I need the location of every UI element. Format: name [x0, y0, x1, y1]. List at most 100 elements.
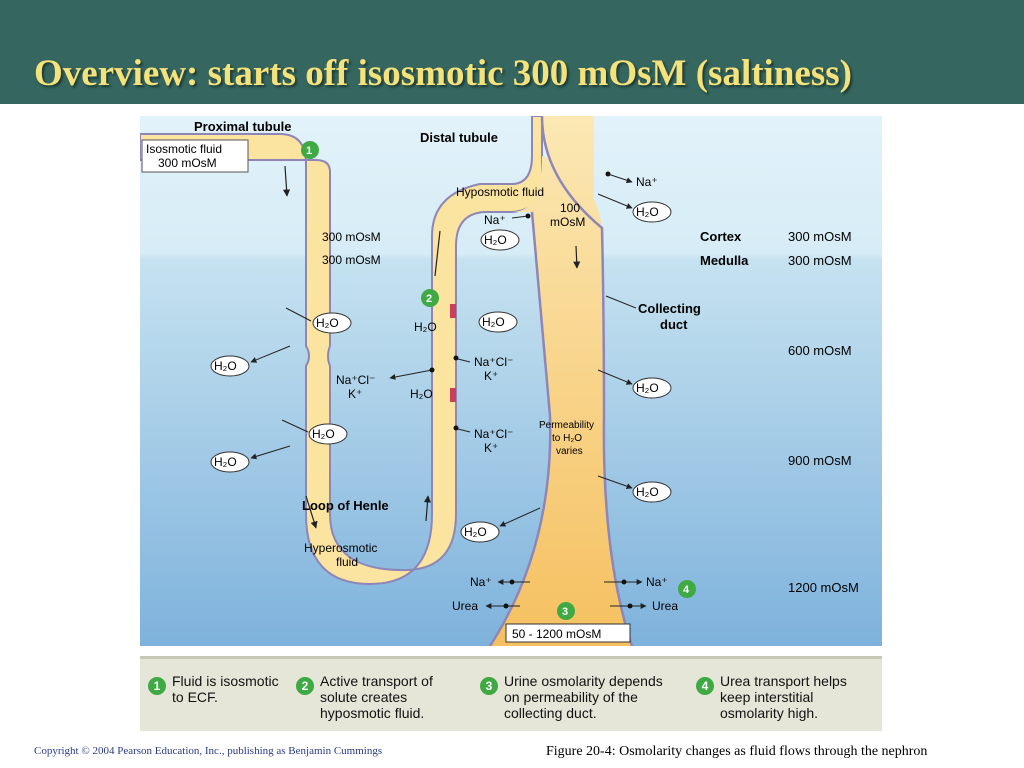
legend-bar: 1 Fluid is isosmotic to ECF. 2 Active tr… [140, 656, 882, 731]
collecting-duct-left-wall [488, 211, 552, 646]
h2o-arrow [281, 419, 309, 433]
na-arrow [607, 173, 633, 184]
svg-text:H₂O: H₂O [214, 455, 237, 469]
nakcl-label: Na⁺Cl⁻ [336, 373, 375, 387]
inner-osm-cortex: 300 mOsM [322, 230, 381, 244]
transporter-dot [525, 213, 531, 219]
h2o-bubble: H₂O [210, 355, 250, 377]
osm-600: 600 mOsM [788, 343, 852, 358]
iso-fluid-value: 300 mOsM [158, 156, 217, 170]
legend-badge: 1 [148, 677, 166, 695]
svg-text:H₂O: H₂O [312, 427, 335, 441]
svg-text:H₂O: H₂O [214, 359, 237, 373]
osm-1200: 1200 mOsM [788, 580, 859, 595]
step-badge [301, 141, 319, 159]
svg-text:H₂O: H₂O [482, 315, 505, 329]
collecting-duct [490, 116, 632, 646]
legend-badge: 2 [296, 677, 314, 695]
h2o-arrow [499, 507, 541, 527]
h2o-bubble: H₂O [210, 451, 250, 473]
hyper-fluid-label: Hyperosmotic [304, 541, 377, 555]
h2o-bubble: H₂O [632, 481, 672, 503]
nakcl-label: Na⁺Cl⁻ [474, 427, 513, 441]
nakcl-label: Na⁺Cl⁻ [474, 355, 513, 369]
h2o-bubble: H₂O [478, 311, 518, 333]
h2o-arrow [285, 307, 312, 322]
svg-text:H₂O: H₂O [484, 233, 507, 247]
na-label: Na⁺ [646, 575, 668, 589]
h2o-label: H₂O [410, 387, 433, 401]
header-bar [0, 0, 1024, 104]
nakcl-arrow [457, 428, 471, 433]
step-badge [678, 580, 696, 598]
nakcl-label-2: K⁺ [484, 441, 498, 455]
urine-range-label: 50 - 1200 mOsM [512, 627, 601, 641]
figure-caption: Figure 20-4: Osmolarity changes as fluid… [546, 744, 928, 759]
collecting-duct-right-wall [540, 116, 634, 646]
medulla-osm-value: 300 mOsM [788, 253, 852, 268]
h2o-arrow [250, 345, 291, 363]
step-badge [421, 289, 439, 307]
svg-text:H₂O: H₂O [636, 485, 659, 499]
h2o-bubble: H₂O [308, 423, 348, 445]
permeability-label-2: to H₂O [552, 433, 582, 444]
legend-item: Active transport of solute creates hypos… [320, 673, 433, 721]
h2o-arrow [250, 445, 291, 460]
nakcl-arrow [457, 358, 471, 363]
nakcl-label-2: K⁺ [348, 387, 362, 401]
iso-fluid-label: Isosmotic fluid [146, 142, 222, 156]
hypo-value: 100 [560, 201, 580, 215]
transport-pump [450, 388, 456, 402]
step-badge-label: 3 [562, 606, 568, 618]
legend-item: Urine osmolarity depends on permeability… [504, 673, 663, 721]
legend-item: Fluid is isosmotic to ECF. [172, 673, 279, 705]
urine-range-box [505, 623, 631, 643]
slide-title: Overview: starts off isosmotic 300 mOsM … [34, 53, 852, 94]
collecting-duct-label-2: duct [660, 317, 688, 332]
iso-fluid-box [141, 139, 249, 173]
cortex-osm-value: 300 mOsM [788, 229, 852, 244]
nakcl-label-2: K⁺ [484, 369, 498, 383]
nakcl-arrow [389, 369, 433, 380]
legend-badge: 3 [480, 677, 498, 695]
pointer-line [605, 295, 637, 309]
svg-text:H₂O: H₂O [316, 316, 339, 330]
proximal-tubule-label: Proximal tubule [194, 119, 292, 134]
flow-arrow [434, 230, 441, 277]
svg-text:H₂O: H₂O [464, 525, 487, 539]
step-badge [557, 602, 575, 620]
distal-tubule-label: Distal tubule [420, 130, 498, 145]
h2o-bubble: H₂O [460, 521, 500, 543]
h2o-bubble: H₂O [312, 312, 352, 334]
na-label: Na⁺ [484, 213, 506, 227]
step-badge-label: 4 [683, 584, 690, 596]
hypo-fluid-label: Hyposmotic fluid [456, 185, 544, 199]
na-label: Na⁺ [636, 175, 658, 189]
h2o-bubble: H₂O [632, 377, 672, 399]
svg-text:H₂O: H₂O [636, 381, 659, 395]
nephron-diagram: Proximal tubule Isosmotic fluid 300 mOsM… [140, 116, 882, 646]
flow-arrow [573, 245, 581, 269]
na-arrow [511, 215, 529, 219]
h2o-bubble: H₂O [480, 229, 520, 251]
flow-arrow [282, 165, 291, 197]
transporter-dot [509, 579, 515, 585]
hyper-fluid-label-2: fluid [336, 555, 358, 569]
legend-item: Urea transport helps keep interstitial o… [720, 673, 847, 721]
copyright-text: Copyright © 2004 Pearson Education, Inc.… [34, 745, 383, 757]
permeability-label-3: varies [556, 446, 583, 457]
flow-arrow [305, 495, 318, 529]
h2o-arrow [597, 475, 633, 490]
transporter-dot [453, 355, 459, 361]
transporter-dot [429, 367, 435, 373]
h2o-bubble: H₂O [632, 201, 672, 223]
loop-of-henle-label: Loop of Henle [302, 498, 389, 513]
h2o-arrow [597, 193, 633, 209]
cortex-label: Cortex [700, 229, 742, 244]
na-label: Na⁺ [470, 575, 492, 589]
h2o-label: H₂O [414, 320, 437, 334]
svg-text:H₂O: H₂O [636, 205, 659, 219]
transport-pump [450, 304, 456, 318]
nephron-tubule [140, 116, 543, 586]
transporter-dot [453, 425, 459, 431]
